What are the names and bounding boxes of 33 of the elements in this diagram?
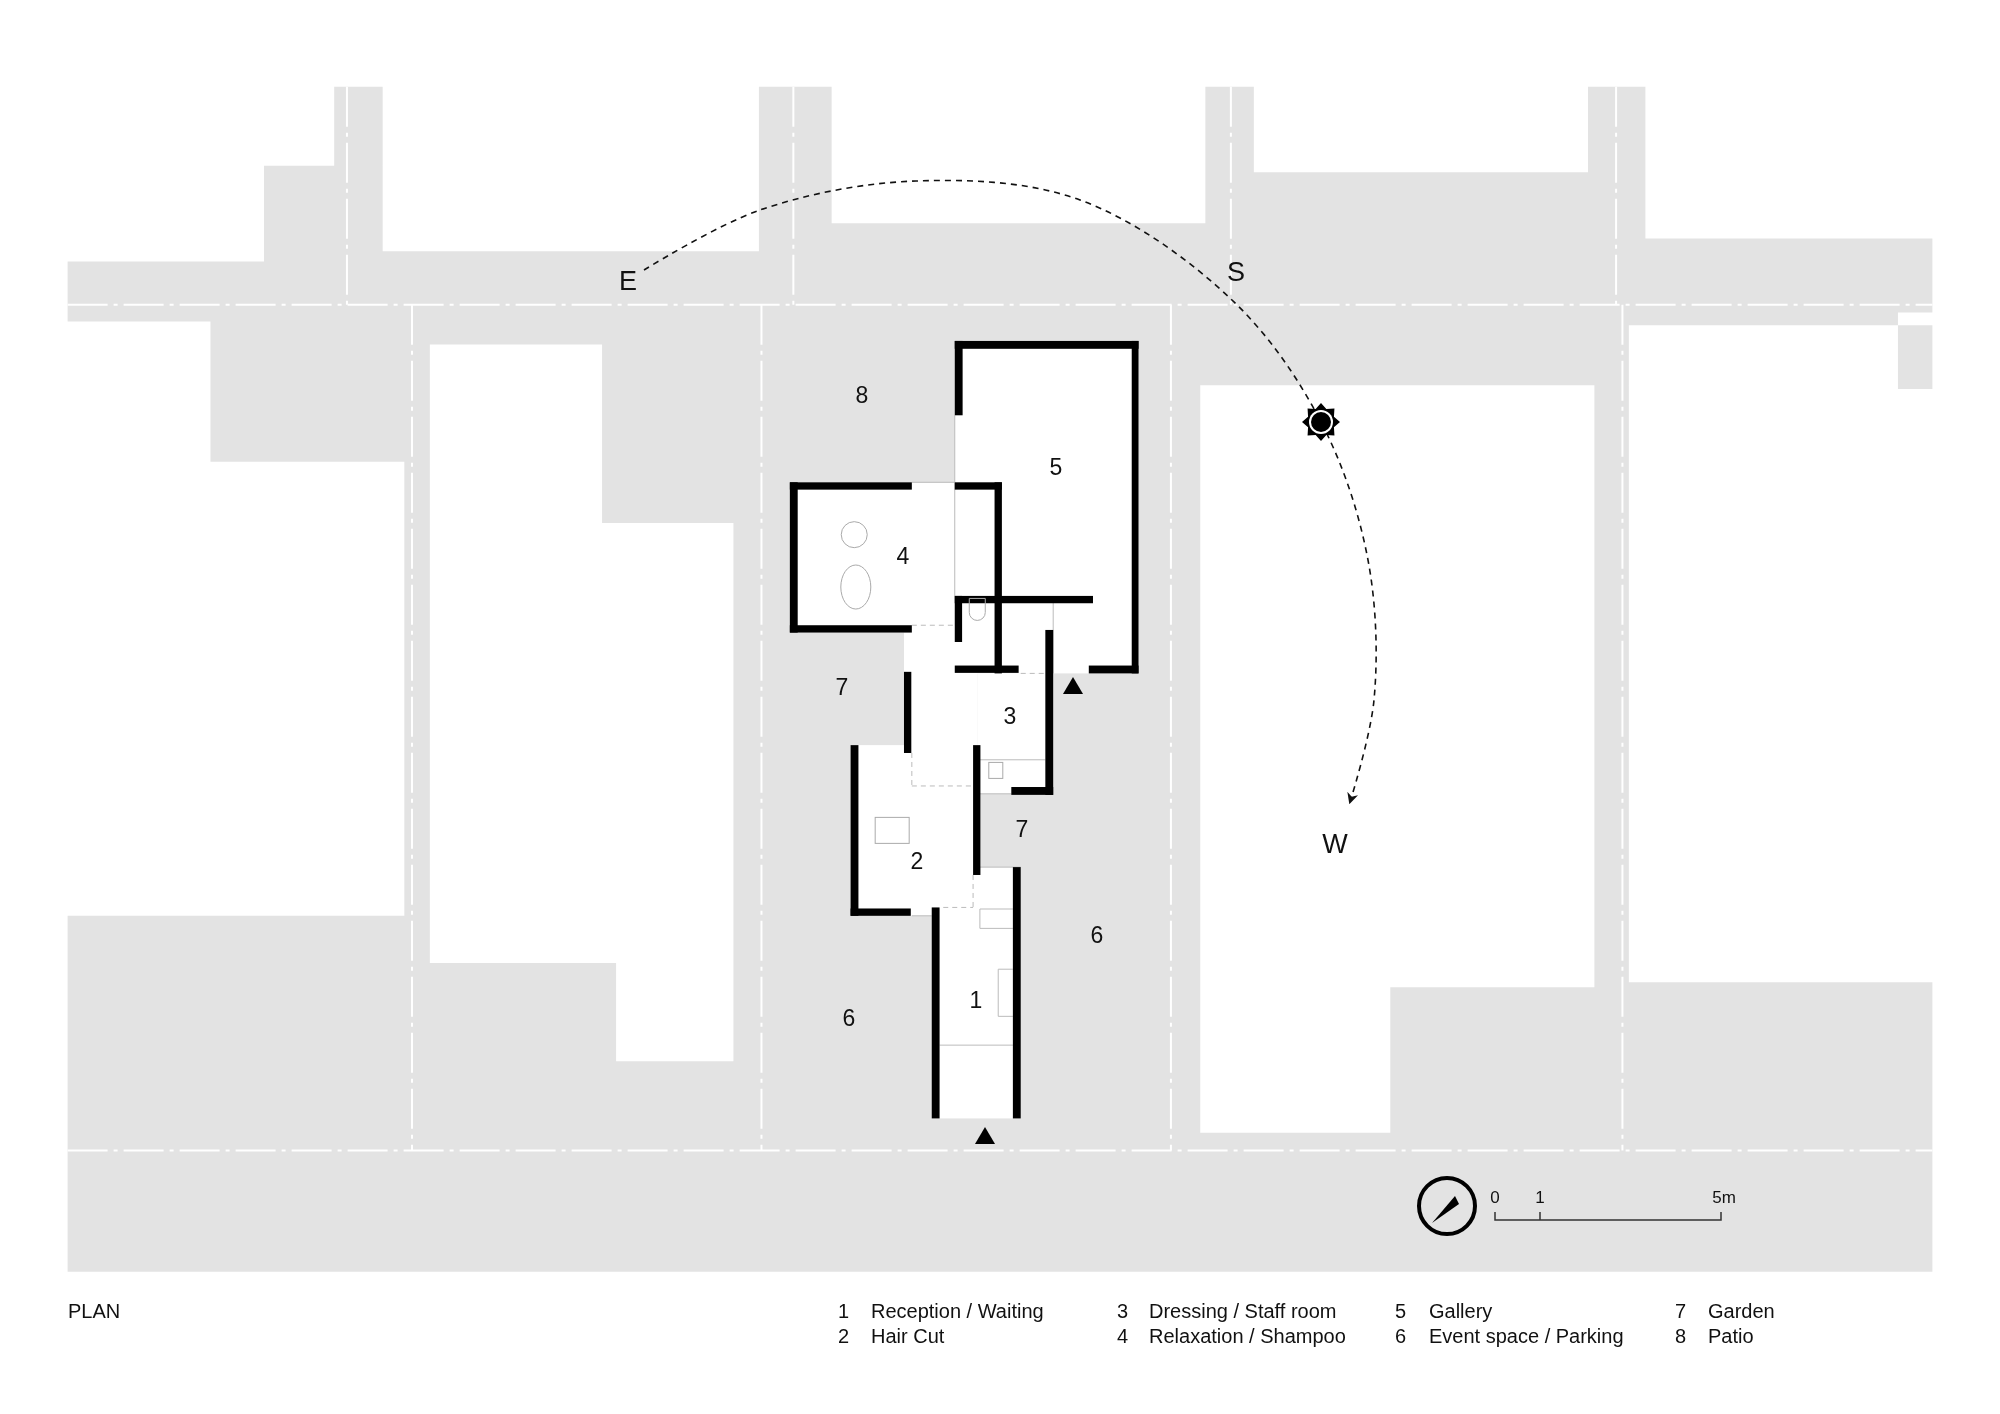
room-number: 7: [835, 675, 849, 699]
legend-number: 3: [1117, 1301, 1129, 1321]
scale-number: 5m: [1712, 1188, 1736, 1206]
scale-number: 0: [1490, 1188, 1500, 1206]
legend-text: Hair Cut: [871, 1326, 945, 1346]
compass-letter: E: [619, 267, 637, 295]
legend-number: 8: [1675, 1326, 1687, 1346]
scale-number: 1: [1535, 1188, 1545, 1206]
room-number: 3: [1003, 704, 1017, 728]
legend-text: Garden: [1708, 1301, 1775, 1321]
room-number: 8: [855, 383, 869, 407]
legend-number: 4: [1117, 1326, 1129, 1346]
legend-number: 7: [1675, 1301, 1687, 1321]
compass-letter: W: [1322, 830, 1348, 858]
legend-text: Relaxation / Shampoo: [1149, 1326, 1346, 1346]
legend-text: Dressing / Staff room: [1149, 1301, 1337, 1321]
legend-text: Patio: [1708, 1326, 1754, 1346]
room-number: 6: [842, 1006, 856, 1030]
legend-text: Event space / Parking: [1429, 1326, 1624, 1346]
legend-number: 2: [838, 1326, 850, 1346]
room-number: 6: [1090, 923, 1104, 947]
room-number: 1: [969, 988, 983, 1012]
plan-caption: PLAN: [68, 1301, 121, 1321]
room-number: 4: [896, 544, 910, 568]
legend-text: Gallery: [1429, 1301, 1493, 1321]
legend-number: 1: [838, 1301, 850, 1321]
legend-number: 6: [1395, 1326, 1407, 1346]
compass-letter: S: [1227, 258, 1245, 286]
legend-number: 5: [1395, 1301, 1407, 1321]
room-number: 7: [1015, 817, 1029, 841]
legend-text: Reception / Waiting: [871, 1301, 1044, 1321]
room-number: 5: [1049, 455, 1063, 479]
room-number: 2: [910, 849, 924, 873]
